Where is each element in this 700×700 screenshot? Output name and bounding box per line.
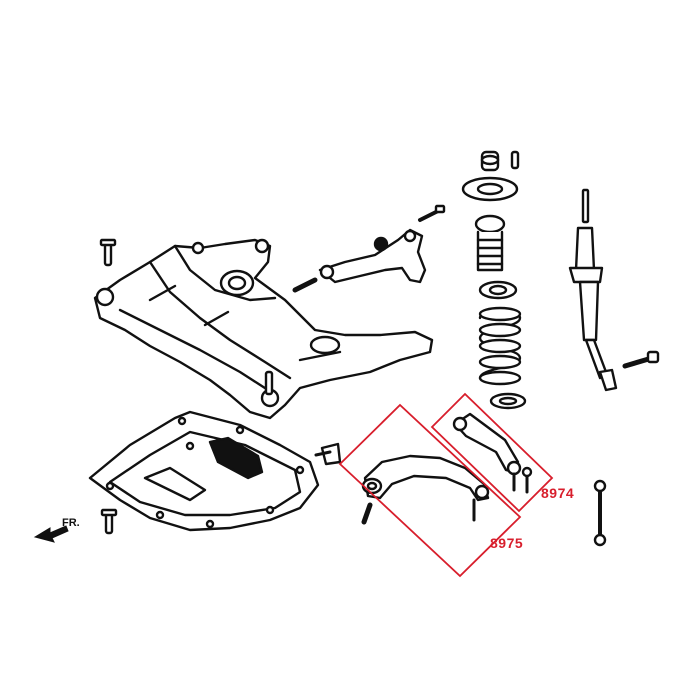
front-direction-label: FR. xyxy=(62,517,80,529)
arrow-left-icon xyxy=(33,525,69,543)
spring-assembly xyxy=(461,150,527,410)
undertray-bolt xyxy=(100,508,118,535)
upper-arm-bolts xyxy=(292,204,446,293)
subframe-bolt-front xyxy=(264,370,274,396)
part-number-8974: 8974 xyxy=(541,485,575,501)
engine-undertray xyxy=(88,410,320,532)
upper-control-arm xyxy=(318,228,427,284)
shock-absorber xyxy=(568,188,660,392)
subframe-bolt-left xyxy=(99,238,117,267)
control-arm-8975 xyxy=(361,454,490,525)
callout-frame-8974 xyxy=(430,392,554,513)
stabilizer-link xyxy=(593,479,607,547)
callout-frames xyxy=(338,392,554,578)
part-number-8975: 8975 xyxy=(490,535,524,551)
callout-frame-8975 xyxy=(338,403,522,578)
front-subframe xyxy=(93,238,434,420)
rear-link-8974 xyxy=(452,412,533,494)
bushing-bracket xyxy=(314,442,342,466)
